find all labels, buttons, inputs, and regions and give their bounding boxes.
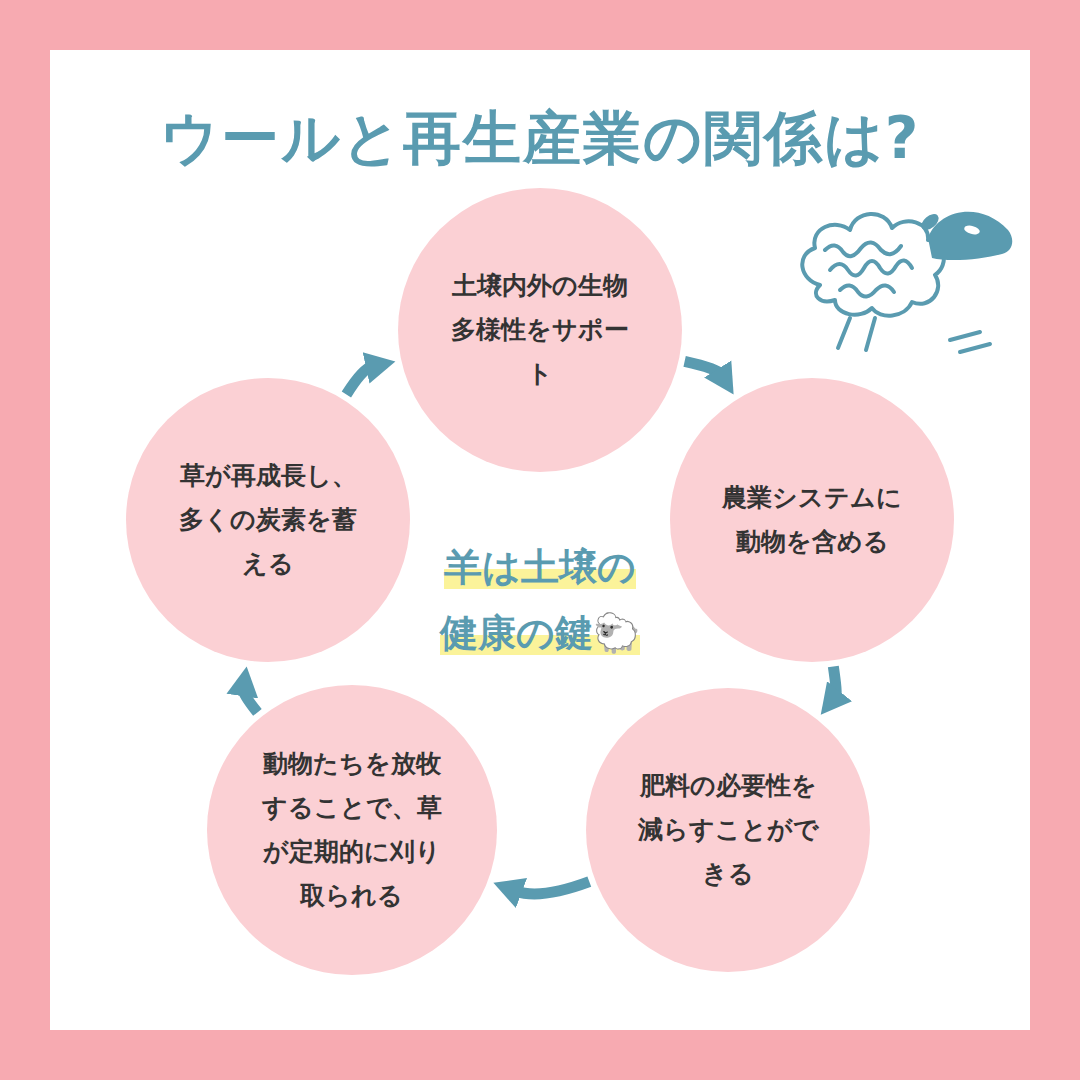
cycle-circle: 土壌内外の生物多様性をサポート (398, 188, 682, 472)
center-highlight-label: 羊は土壌の 健康の鍵🐑 (440, 545, 640, 656)
circle-text: 草が再成長し、多くの炭素を蓄える (168, 454, 368, 585)
circle-text: 土壌内外の生物多様性をサポート (440, 264, 640, 395)
cycle-circle: 肥料の必要性を減らすことができる (586, 688, 870, 972)
sheep-illustration (780, 190, 1020, 360)
cycle-arrow (243, 690, 257, 712)
circle-text: 動物たちを放牧することで、草が定期的に刈り取られる (252, 742, 452, 917)
cycle-circle: 草が再成長し、多くの炭素を蓄える (126, 378, 410, 662)
diagram-title: ウールと再生産業の関係は? (60, 100, 1020, 178)
center-label-box: 羊は土壌の 健康の鍵🐑 (410, 534, 670, 667)
cycle-circle: 農業システムに動物を含める (670, 378, 954, 662)
circle-text: 農業システムに動物を含める (712, 476, 912, 564)
circle-text: 肥料の必要性を減らすことができる (628, 764, 828, 895)
cycle-circle: 動物たちを放牧することで、草が定期的に刈り取られる (207, 685, 497, 975)
cycle-arrow (516, 882, 589, 894)
cycle-arrow (833, 666, 836, 696)
cycle-arrow (346, 367, 372, 395)
cycle-arrow (685, 361, 721, 374)
